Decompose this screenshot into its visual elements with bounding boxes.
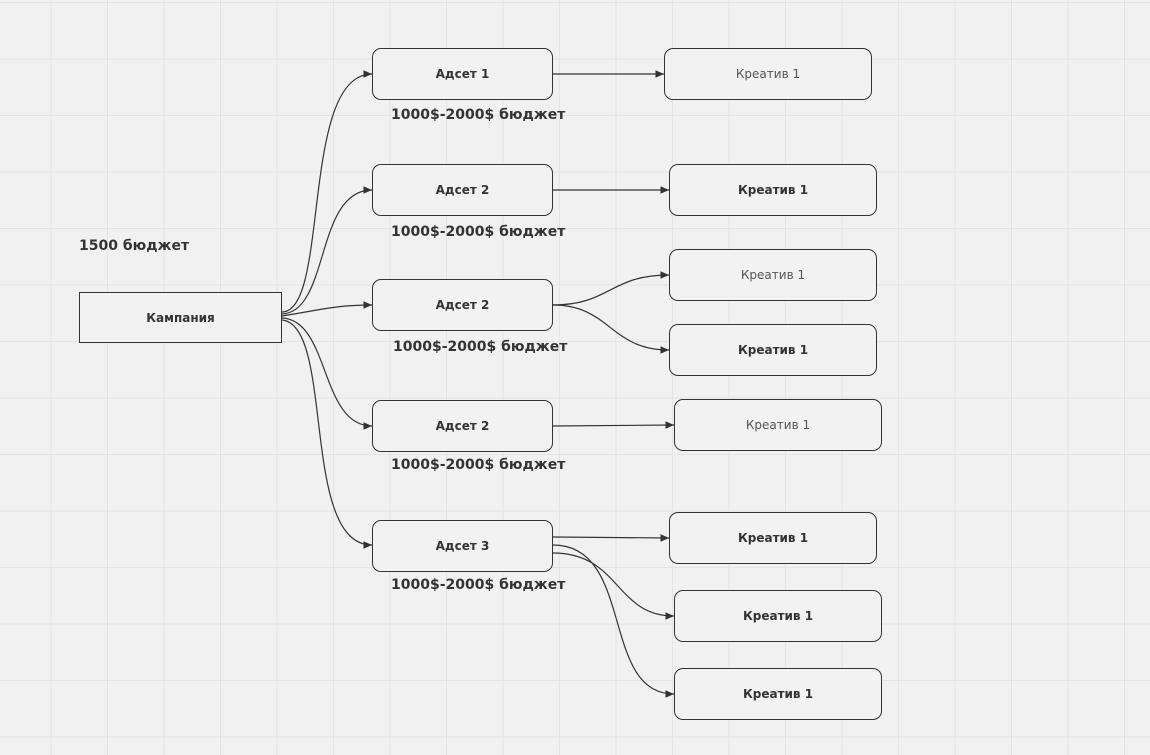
campaign-node[interactable]: Кампания	[79, 292, 282, 343]
campaign-budget-note: 1500 бюджет	[79, 238, 190, 254]
adset-budget-label-4: 1000$-2000$ бюджет	[391, 457, 566, 473]
adset-budget-label-3: 1000$-2000$ бюджет	[393, 339, 568, 355]
creative-node-8[interactable]: Креатив 1	[674, 668, 882, 720]
adset-budget-label-1: 1000$-2000$ бюджет	[391, 107, 566, 123]
edge-campaign-adset-1	[281, 70, 373, 313]
edge-adset-5-creative-a	[552, 534, 670, 542]
adset-node-2[interactable]: Адсет 2	[372, 164, 553, 216]
edge-adset-5-creative-b	[552, 552, 675, 620]
edge-adset-4-creative	[552, 421, 675, 429]
creative-node-7[interactable]: Креатив 1	[674, 590, 882, 642]
creative-node-6[interactable]: Креатив 1	[669, 512, 877, 564]
edge-campaign-adset-2	[281, 186, 373, 315]
edge-adset-5-creative-c	[552, 544, 675, 698]
adset-budget-label-2: 1000$-2000$ бюджет	[391, 224, 566, 240]
edge-adset-3-creative-b	[552, 304, 670, 354]
creative-node-3[interactable]: Креатив 1	[669, 249, 877, 301]
edge-campaign-adset-3	[281, 301, 373, 317]
edge-campaign-adset-5	[281, 319, 373, 549]
edge-campaign-adset-4	[281, 317, 373, 430]
creative-node-1[interactable]: Креатив 1	[664, 48, 872, 100]
creative-node-4[interactable]: Креатив 1	[669, 324, 877, 376]
adset-budget-label-5: 1000$-2000$ бюджет	[391, 577, 566, 593]
creative-node-2[interactable]: Креатив 1	[669, 164, 877, 216]
adset-node-1[interactable]: Адсет 1	[372, 48, 553, 100]
adset-node-3[interactable]: Адсет 2	[372, 279, 553, 331]
edge-adset-3-creative-a	[552, 271, 670, 306]
adset-node-4[interactable]: Адсет 2	[372, 400, 553, 452]
adset-node-5[interactable]: Адсет 3	[372, 520, 553, 572]
creative-node-5[interactable]: Креатив 1	[674, 399, 882, 451]
